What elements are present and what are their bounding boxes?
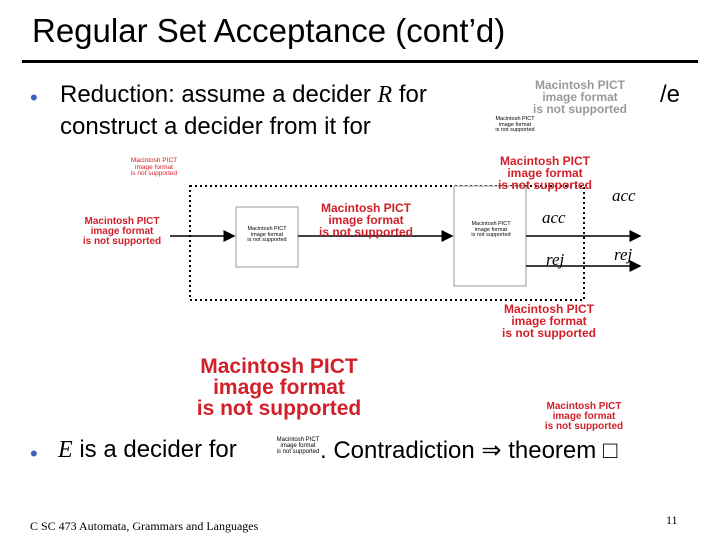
bullet-1-line-2: construct a decider from it for — [60, 113, 371, 140]
outer-acc-label: acc — [612, 186, 636, 205]
decider-rej-label: rej — [546, 250, 565, 269]
bullet-1-text-b: for — [392, 81, 427, 108]
bullet-2-text-start: E is a decider for — [58, 436, 237, 464]
decider-e-variable: E — [58, 437, 73, 463]
bullet-1-trailing-text: /e — [660, 81, 681, 108]
decider-acc-label: acc — [542, 208, 566, 227]
bullet-2-text-end: . Contradiction ⇒ theorem □ — [320, 436, 617, 465]
slide-title: Regular Set Acceptance (cont’d) — [32, 12, 506, 49]
outer-decider-box — [189, 185, 585, 301]
transducer-box — [235, 206, 299, 268]
bullet-2-text-b: . Contradiction — [320, 437, 482, 464]
qed-mark: □ — [602, 437, 618, 464]
bullet-1-text-a: Reduction: assume a decider — [60, 81, 378, 108]
page-number: 11 — [666, 513, 678, 527]
bullet-marker-2: • — [30, 441, 38, 466]
bullet-2-text-c: theorem — [501, 437, 603, 464]
bullet-2-text-a: is a decider for — [72, 436, 237, 463]
title-underline — [22, 60, 698, 63]
decider-r-variable: R — [377, 82, 393, 108]
bullet-1-line-1: Reduction: assume a decider R for — [60, 81, 427, 109]
course-footer: C SC 473 Automata, Grammars and Language… — [30, 519, 259, 533]
implies-symbol: ⇒ — [481, 437, 502, 464]
outer-rej-label: rej — [614, 245, 633, 264]
decider-r-box — [453, 185, 527, 287]
bullet-marker-1: • — [30, 85, 38, 110]
